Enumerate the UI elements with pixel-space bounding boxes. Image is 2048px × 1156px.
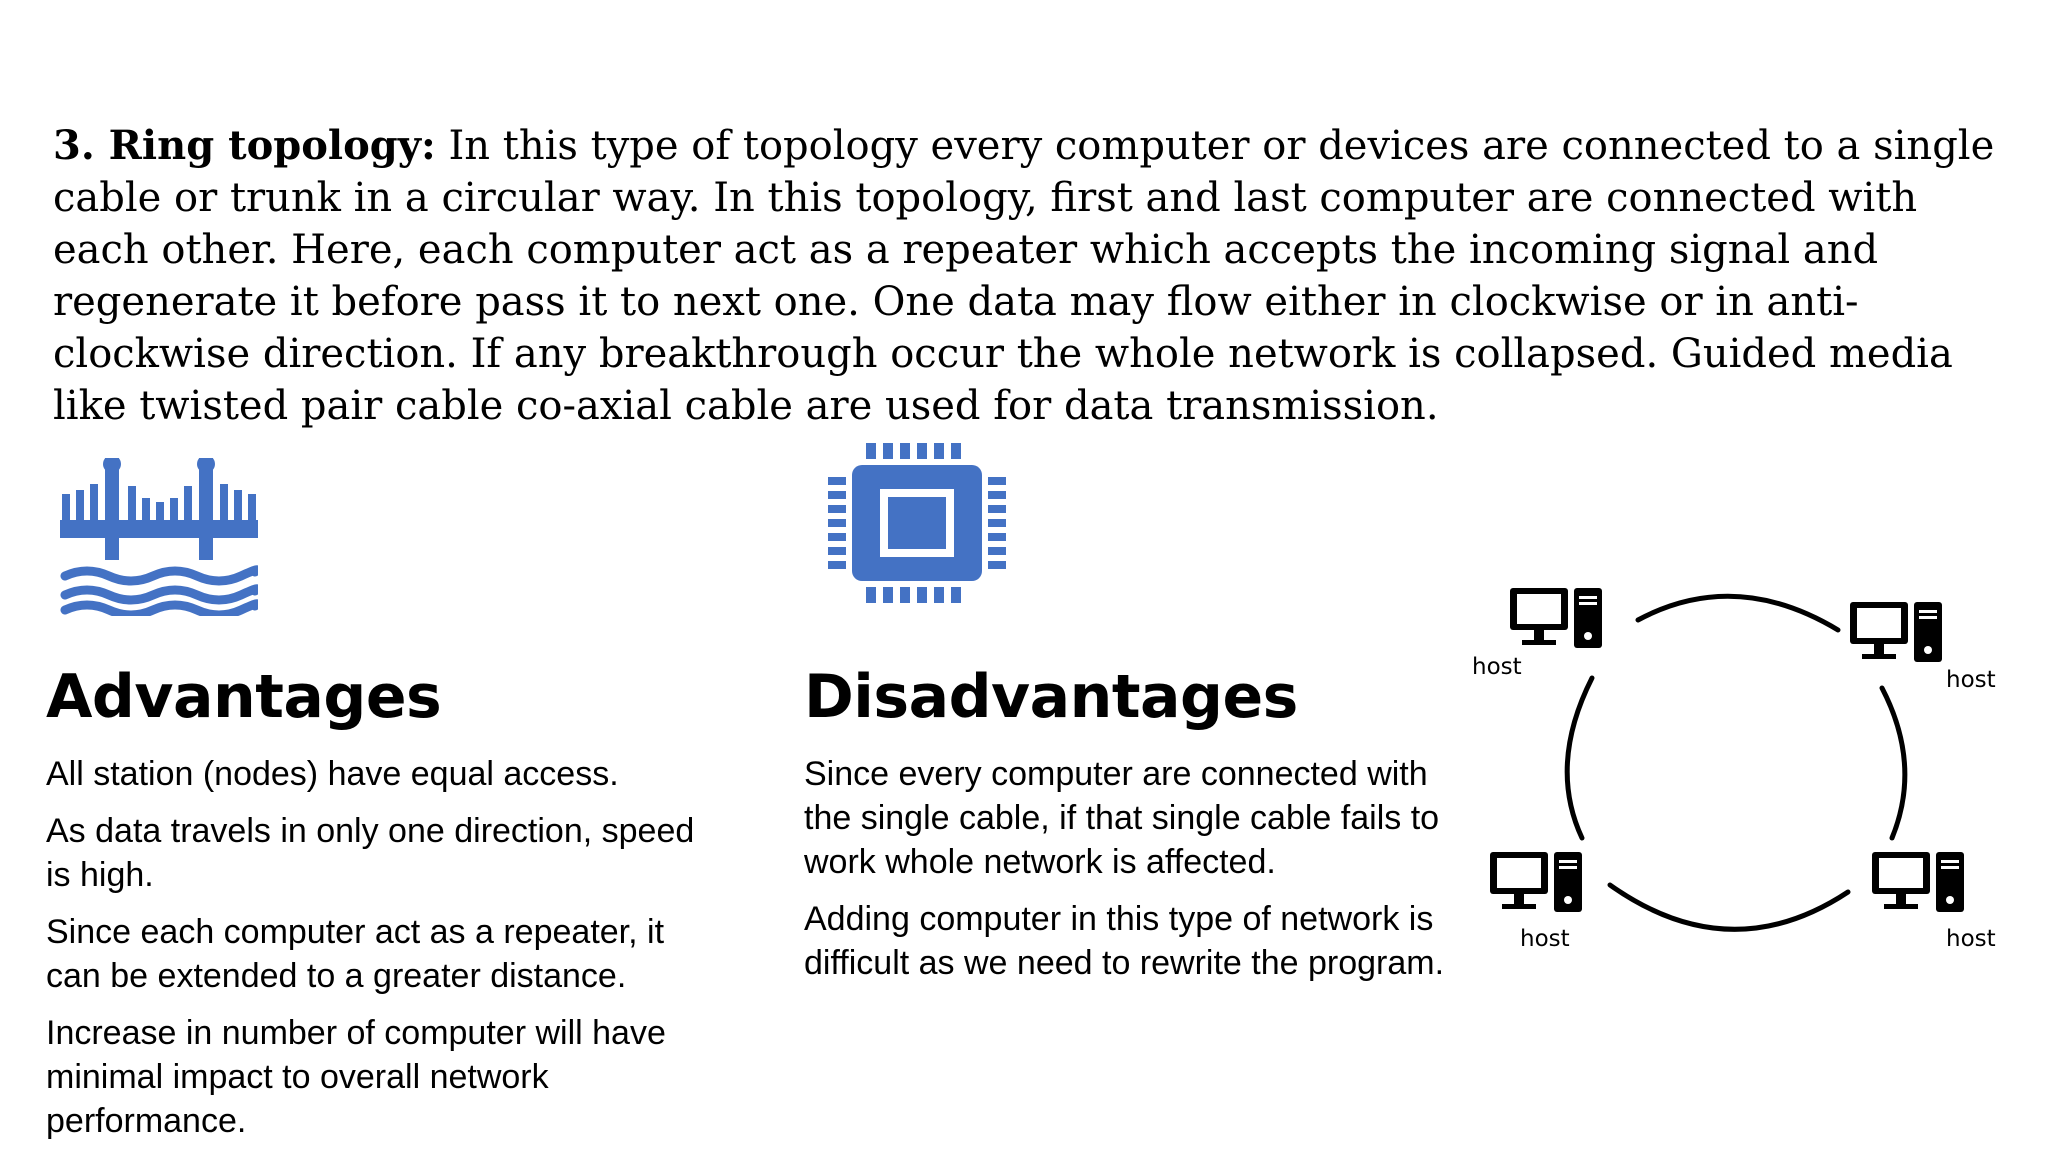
advantage-item: As data travels in only one direction, s… [46,812,695,894]
host-computer-icon [1510,588,1602,648]
host-computer-icon [1490,852,1582,912]
intro-text: In this type of topology every computer … [53,123,1995,429]
intro-label: 3. Ring topology: [53,122,436,169]
ring-cable [1564,593,1908,932]
bridge-icon [60,458,258,616]
disadvantage-item: Adding computer in this type of network … [804,900,1445,982]
intro-paragraph: 3. Ring topology: In this type of topolo… [53,120,2013,432]
advantage-item: Increase in number of computer will have… [46,1014,666,1140]
host-computer-icon [1850,602,1942,662]
disadvantages-heading: Disadvantages [804,662,1298,732]
disadvantage-item: Since every computer are connected with … [804,755,1440,881]
ring-topology-diagram [1490,588,1964,932]
disadvantages-list: Since every computer are connected with … [804,752,1464,998]
host-label-top-right: host [1946,667,1996,693]
host-label-top-left: host [1472,654,1522,680]
host-label-bottom-left: host [1520,926,1570,952]
processor-chip-icon [828,443,1006,603]
advantages-heading: Advantages [46,662,442,732]
host-computer-icon [1872,852,1964,912]
advantages-list: All station (nodes) have equal access. A… [46,752,706,1156]
advantage-item: Since each computer act as a repeater, i… [46,913,665,995]
host-label-bottom-right: host [1946,926,1996,952]
advantage-item: All station (nodes) have equal access. [46,755,619,793]
